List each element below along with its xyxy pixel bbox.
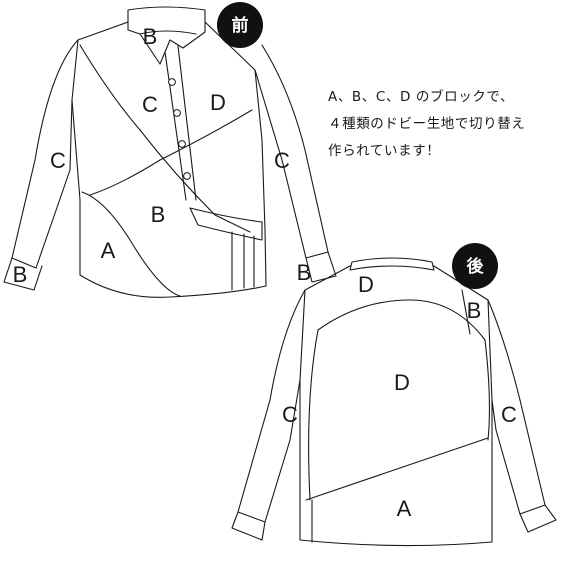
front-seam-lower [81, 191, 181, 297]
front-pleat [231, 231, 255, 291]
front-badge-text: 前 [232, 15, 249, 36]
front-wrap-panel [189, 207, 263, 241]
note-line-2: ４種類のドビー生地で切り替え [328, 116, 525, 132]
back-side-seam-right [484, 339, 491, 441]
back-yoke-seam [317, 299, 486, 341]
front-right-cuff [305, 251, 337, 283]
back-collar [349, 257, 435, 271]
back-label-yoke: D [358, 272, 374, 297]
back-shirt [231, 257, 557, 547]
back-hem-seam [305, 437, 489, 501]
back-label-hem: A [397, 496, 412, 521]
note-block: A、B、C、D のブロックで、 ４種類のドビー生地で切り替え 作られています！ [328, 88, 525, 159]
front-button-3 [178, 140, 186, 148]
back-badge-text: 後 [467, 256, 485, 277]
front-seam-upper [79, 44, 251, 233]
back-label-sleeve-left: C [282, 402, 298, 427]
front-label-lower-left: A [101, 238, 116, 263]
front-right-sleeve [254, 44, 329, 259]
front-label-collar: B [143, 24, 158, 49]
front-seam-middle [89, 109, 253, 196]
back-label-sleeve-right: C [501, 402, 517, 427]
front-shirt [3, 6, 337, 298]
front-label-upper-right: D [210, 90, 226, 115]
back-right-cuff [519, 504, 557, 533]
back-label-body: D [394, 370, 410, 395]
front-label-middle: B [151, 202, 166, 227]
note-line-3: 作られています！ [328, 143, 440, 159]
back-left-cuff [231, 511, 266, 541]
front-body-outline [71, 21, 267, 298]
note-line-1: A、B、C、D のブロックで、 [328, 88, 514, 105]
front-badge: 前 [217, 2, 263, 48]
front-button-1 [168, 78, 176, 86]
front-placket [164, 45, 197, 201]
front-label-cuff-right: B [297, 260, 312, 285]
front-left-sleeve [11, 39, 79, 269]
back-body-outline [299, 265, 493, 547]
front-label-upper-center: C [142, 92, 158, 117]
back-left-sleeve [237, 289, 306, 523]
back-badge: 後 [452, 243, 498, 289]
front-label-cuff-left: B [13, 262, 28, 287]
front-left-cuff [3, 257, 43, 291]
front-button-2 [173, 109, 181, 117]
back-shoulder-seam [461, 289, 471, 335]
front-label-sleeve-left: C [50, 148, 66, 173]
front-collar [127, 6, 206, 65]
back-side-seam-left [308, 329, 319, 501]
front-button-4 [183, 172, 191, 180]
back-right-sleeve [487, 299, 546, 515]
front-label-sleeve-right: C [274, 148, 290, 173]
back-label-shoulder: B [467, 298, 482, 323]
